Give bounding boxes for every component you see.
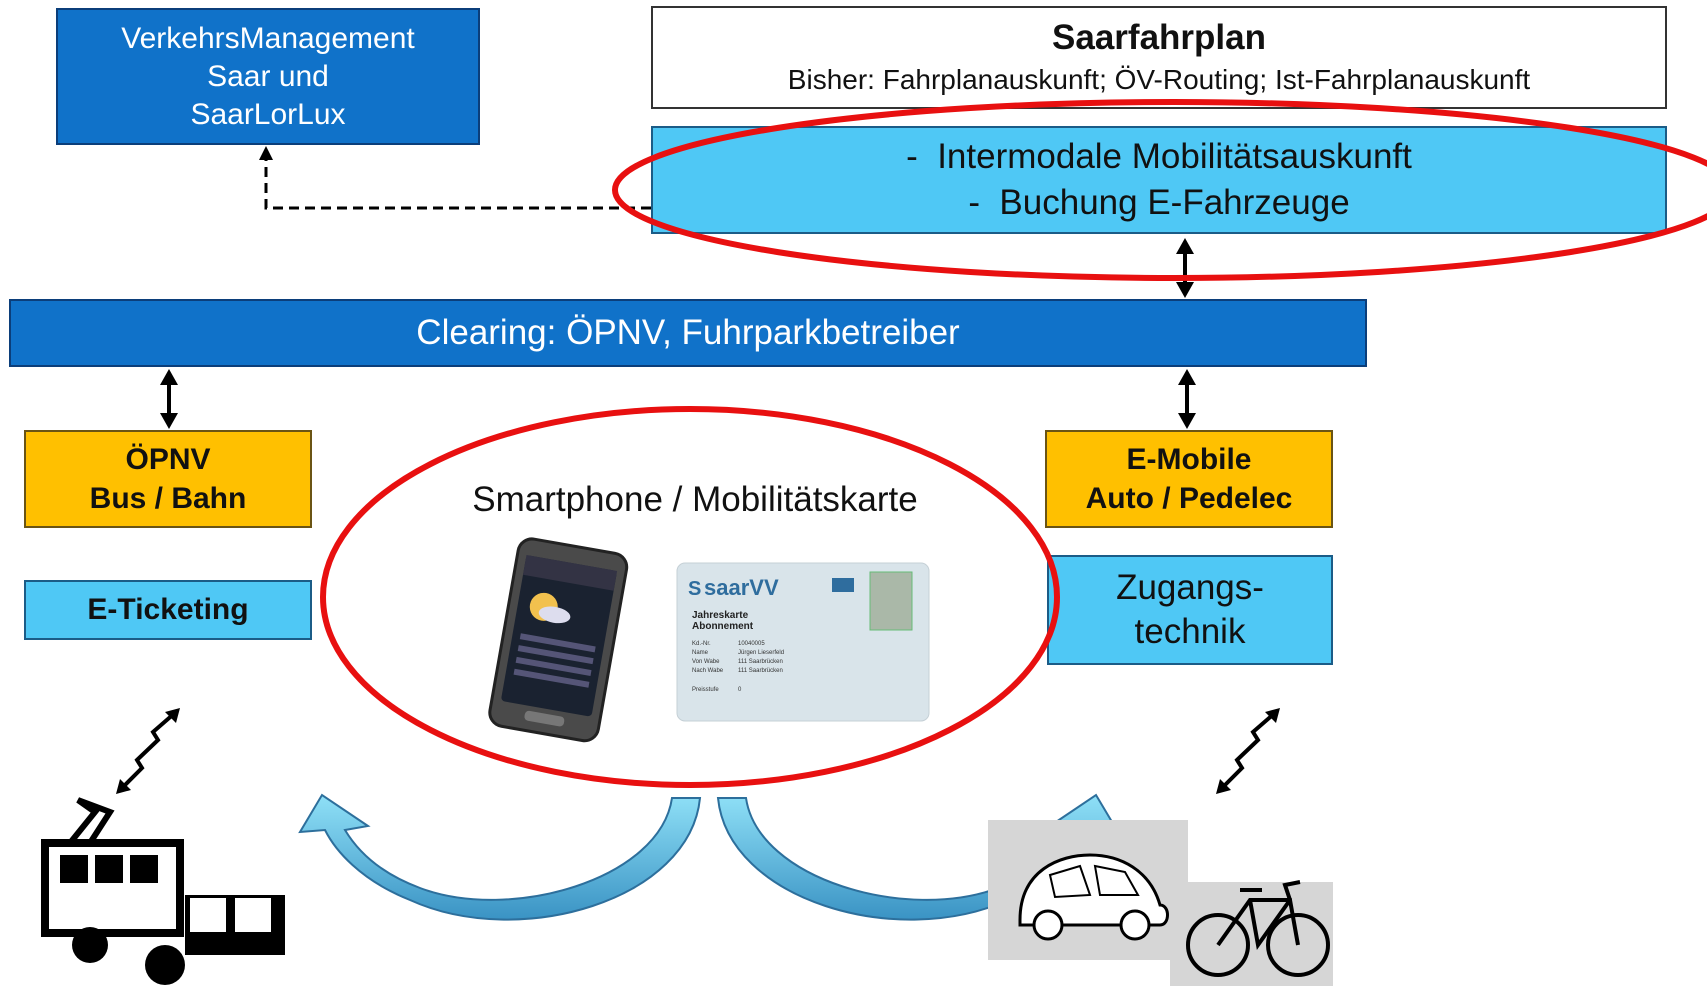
zugangstechnik-box: Zugangs- technik: [1047, 555, 1333, 665]
card-row1-label: Kd.-Nr.: [692, 641, 711, 647]
highlight-ellipse-services: [612, 99, 1707, 281]
clearing-bar: Clearing: ÖPNV, Fuhrparkbetreiber: [9, 299, 1367, 367]
service-intermodal: - Intermodale Mobilitätsauskunft: [906, 137, 1412, 176]
curved-arrow-left: [298, 793, 702, 921]
emobile-box: E-Mobile Auto / Pedelec: [1045, 430, 1333, 528]
bicycle-image: [1170, 880, 1333, 986]
mobility-card-image: S saarVV Jahreskarte Abonnement Kd.-Nr. …: [676, 562, 930, 722]
highlight-ellipse-center: [320, 406, 1060, 788]
emobile-line2: Auto / Pedelec: [1085, 482, 1293, 515]
card-row3-value: 111 Saarbrücken: [738, 659, 783, 665]
card-row1-value: 10040005: [738, 641, 765, 647]
verkehrsmanagement-box: VerkehrsManagement Saar und SaarLorLux: [56, 8, 480, 145]
svg-text:S: S: [688, 578, 701, 600]
card-row5-value: 0: [738, 687, 742, 693]
card-row4-value: 111 Saarbrücken: [738, 668, 783, 674]
card-row4-label: Nach Wabe: [692, 668, 724, 674]
eticketing-box: E-Ticketing: [24, 580, 312, 640]
service-booking: - Buchung E-Fahrzeuge: [968, 183, 1350, 222]
wireless-signal-icon-left: [116, 708, 180, 794]
oepnv-line1: ÖPNV: [125, 443, 211, 476]
car-image: [988, 820, 1188, 960]
center-label: Smartphone / Mobilitätskarte: [472, 480, 918, 519]
clearing-label: Clearing: ÖPNV, Fuhrparkbetreiber: [416, 313, 960, 352]
zugang-line1: Zugangs-: [1116, 568, 1264, 607]
eticketing-label: E-Ticketing: [87, 593, 249, 626]
emobile-line1: E-Mobile: [1126, 443, 1252, 476]
double-arrow-clearing-oepnv: [160, 369, 178, 429]
verkehrsmanagement-line1: VerkehrsManagement: [121, 21, 415, 55]
verkehrsmanagement-line3: SaarLorLux: [190, 97, 346, 131]
card-row2-label: Name: [692, 650, 709, 656]
smartphone-image: [488, 537, 629, 743]
saarfahrplan-box: Saarfahrplan Bisher: Fahrplanauskunft; Ö…: [651, 6, 1667, 109]
card-title1: Jahreskarte: [692, 610, 749, 621]
saarfahrplan-title: Saarfahrplan: [1052, 17, 1266, 57]
zugang-line2: technik: [1134, 612, 1246, 651]
verkehrsmanagement-line2: Saar und: [207, 59, 329, 93]
oepnv-line2: Bus / Bahn: [89, 482, 247, 515]
card-row2-value: Jürgen Lieserfeld: [738, 650, 784, 656]
dashed-connector: [259, 146, 651, 210]
card-brand: saarVV: [704, 575, 779, 600]
saarfahrplan-subtitle: Bisher: Fahrplanauskunft; ÖV-Routing; Is…: [787, 63, 1531, 95]
oepnv-box: ÖPNV Bus / Bahn: [24, 430, 312, 528]
card-row3-label: Von Wabe: [692, 659, 720, 665]
tram-bus-icon: [41, 797, 285, 985]
wireless-signal-icon-right: [1216, 708, 1280, 794]
card-title2: Abonnement: [692, 621, 754, 632]
double-arrow-clearing-emobile: [1178, 369, 1196, 429]
card-row5-label: Preisstufe: [692, 687, 719, 693]
new-services-box: - Intermodale Mobilitätsauskunft - Buchu…: [651, 126, 1667, 234]
double-arrow-services-clearing: [1176, 238, 1194, 298]
